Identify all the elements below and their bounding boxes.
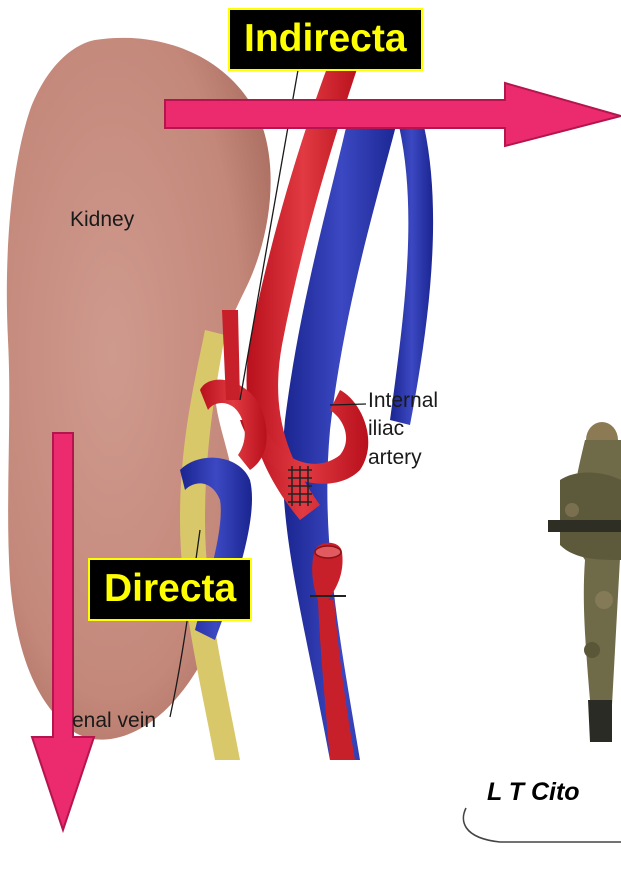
indirecta-label: Indirecta (228, 8, 423, 71)
iliac-label-line-2: iliac (368, 415, 438, 443)
kidney-label: Kidney (70, 206, 134, 234)
iliac-label-line-1: Internal (368, 387, 438, 415)
iliac-vein-branch (390, 110, 433, 425)
internal-iliac-artery-label: Internal iliac artery (368, 387, 438, 472)
caption-text: L T Cito (487, 778, 580, 807)
iliac-label-line-3: artery (368, 444, 438, 472)
renal-vein-label: enal vein (72, 707, 156, 735)
soldier-figure-icon (548, 422, 621, 742)
directa-label: Directa (88, 558, 252, 621)
caption-bracket (463, 808, 621, 842)
anastomosis-stitches (288, 466, 312, 506)
